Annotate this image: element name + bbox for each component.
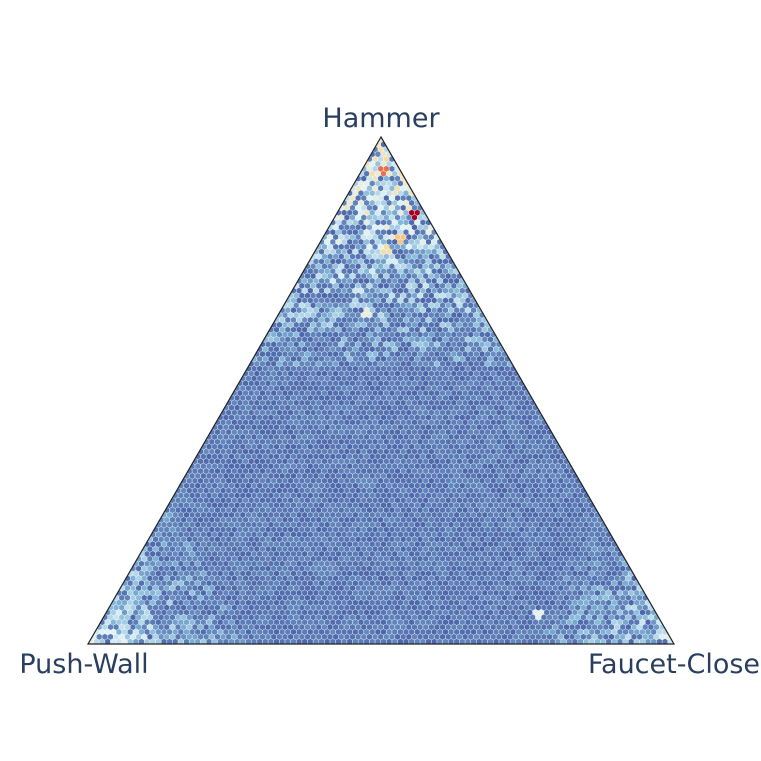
hexbin-layer — [88, 137, 674, 644]
